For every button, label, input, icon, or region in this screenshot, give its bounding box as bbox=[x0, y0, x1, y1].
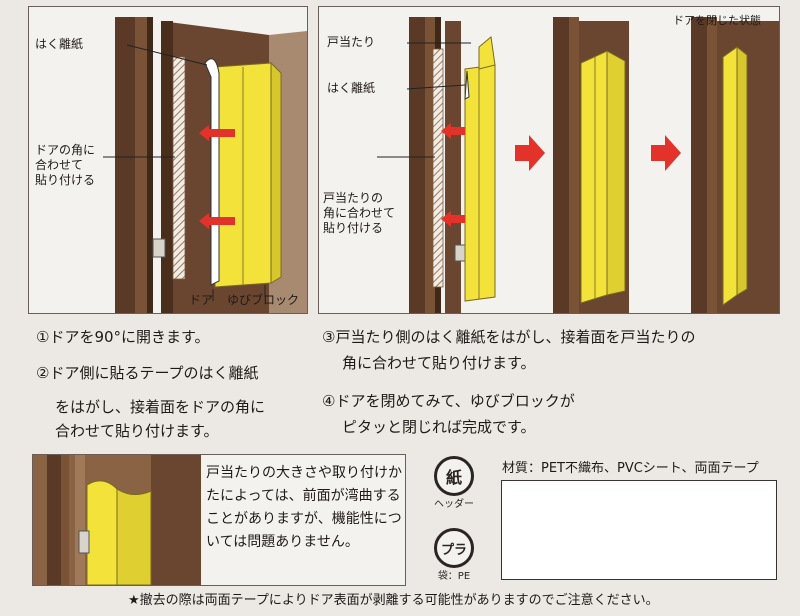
paper-recycle-mark: 紙 ヘッダー bbox=[424, 456, 484, 511]
curved-front-note bbox=[32, 454, 406, 586]
paper-recycle-label: ヘッダー bbox=[434, 499, 474, 510]
plastic-recycle-icon: プラ bbox=[434, 528, 474, 568]
note-text: 戸当たりの大きさや取り付けかたによっては、前面が湾曲することがありますが、機能性… bbox=[206, 465, 402, 550]
plastic-recycle-label: 袋：PE bbox=[437, 571, 471, 582]
blank-label-box bbox=[501, 480, 777, 580]
step-3-line-2: 角に合わせて貼り付けます。 bbox=[342, 354, 536, 372]
diagram-door-side: はく離紙 ドアの角に 合わせて 貼り付ける ドア ゆびブロック bbox=[28, 6, 308, 314]
step-2-line-1: ②ドア側に貼るテープのはく離紙 bbox=[36, 364, 259, 382]
label-door-closed: ドアを閉じた状態 bbox=[673, 14, 761, 27]
diagram-stopper-side: 戸当たり はく離紙 戸当たりの 角に合わせて 貼り付ける ドアを閉じた状態 bbox=[318, 6, 780, 314]
label-door-stopper: 戸当たり bbox=[327, 35, 376, 49]
label-finger-block: ゆびブロック bbox=[227, 293, 300, 307]
label-peel-paper: はく離紙 bbox=[35, 37, 84, 51]
step-2-line-2: をはがし、接着面をドアの角に bbox=[55, 398, 266, 416]
label-align-stopper-corner: 戸当たりの 角に合わせて 貼り付ける bbox=[323, 191, 396, 235]
step-4-line-1: ④ドアを閉めてみて、ゆびブロックが bbox=[322, 392, 575, 410]
step-3-line-1: ③戸当たり側のはく離紙をはがし、接着面を戸当たりの bbox=[322, 328, 696, 346]
door-side-illustration bbox=[103, 17, 307, 313]
step-2-line-3: 合わせて貼り付けます。 bbox=[55, 422, 219, 440]
step-1: ①ドアを90°に開きます。 bbox=[36, 328, 210, 346]
label-peel-paper-2: はく離紙 bbox=[327, 81, 376, 95]
plastic-recycle-mark: プラ 袋：PE bbox=[424, 528, 484, 583]
label-align-door-corner: ドアの角に 合わせて 貼り付ける bbox=[35, 143, 96, 187]
label-door: ドア bbox=[189, 293, 214, 307]
stopper-side-illustration bbox=[377, 17, 779, 313]
paper-recycle-icon: 紙 bbox=[434, 456, 474, 496]
material-info: 材質：PET不織布、PVCシート、両面テープ bbox=[502, 461, 759, 476]
removal-caution: ★撤去の際は両面テープによりドア表面が剥離する可能性がありますのでご注意ください… bbox=[128, 593, 659, 608]
curved-front-illustration bbox=[33, 455, 201, 585]
step-4-line-2: ピタッと閉じれば完成です。 bbox=[342, 418, 536, 436]
